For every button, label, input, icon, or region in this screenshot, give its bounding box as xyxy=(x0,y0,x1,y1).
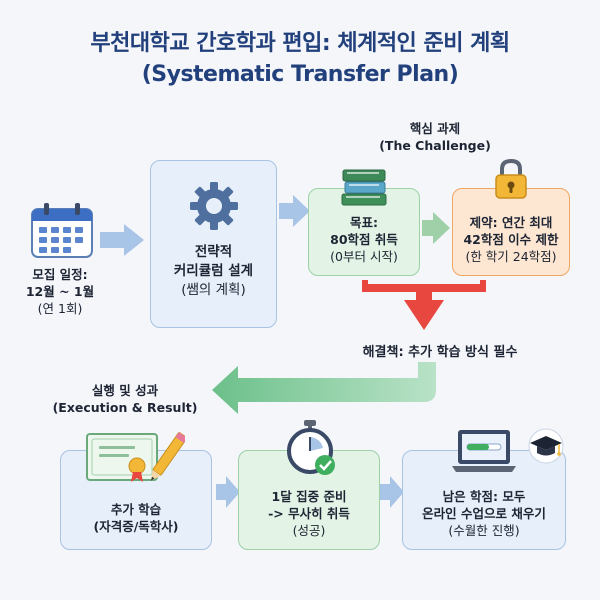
intensive-line-2: -> 무사히 취득 xyxy=(268,506,350,521)
constraint-line-2: 42학점 이수 제한 xyxy=(463,232,559,247)
certificate-icon xyxy=(86,432,185,482)
remaining-line-2: 온라인 수업으로 채우기 xyxy=(422,506,546,521)
goal-line-3: (0부터 시작) xyxy=(330,249,398,264)
calendar-icon xyxy=(31,203,93,258)
arrow-challenge-to-solution xyxy=(362,280,486,330)
title-line-1: 부천대학교 간호학과 편입: 체계적인 준비 계획 xyxy=(90,31,510,56)
strategy-line-3: (쌤의 계획) xyxy=(181,282,246,298)
arrow-goal-to-constraint xyxy=(422,212,450,244)
execution-line-1: 실행 및 성과 xyxy=(91,383,159,398)
arrow-calendar-to-strategy xyxy=(100,224,144,256)
recruitment-line-1: 모집 일정: xyxy=(32,267,88,282)
remaining-line-3: (수월한 진행) xyxy=(448,523,520,538)
execution-line-2: (Execution & Result) xyxy=(52,400,198,415)
gear-icon xyxy=(189,182,238,230)
books-icon xyxy=(341,169,387,206)
extra-line-1: 추가 학습 xyxy=(110,502,162,517)
arrow-solution-to-execution xyxy=(212,362,436,414)
challenge-line-2: (The Challenge) xyxy=(379,138,491,153)
strategy-line-1: 전략적 xyxy=(194,244,233,260)
goal-line-1: 목표: xyxy=(350,215,378,230)
strategy-box: 전략적 커리큘럼 설계 (쌤의 계획) xyxy=(150,160,277,328)
constraint-line-3: (한 학기 24학점) xyxy=(465,249,557,264)
stopwatch-icon xyxy=(287,420,335,475)
constraint-box: 제약: 연간 최대 42학점 이수 제한 (한 학기 24학점) xyxy=(452,188,570,276)
page-title: 부천대학교 간호학과 편입: 체계적인 준비 계획 (Systematic Tr… xyxy=(0,28,600,90)
remaining-line-1: 남은 학점: 모두 xyxy=(442,489,526,504)
execution-header: 실행 및 성과 (Execution & Result) xyxy=(50,382,200,416)
goal-line-2: 80학점 취득 xyxy=(330,232,398,247)
graduation-cap-icon xyxy=(528,428,564,464)
arrow-extra-to-intensive xyxy=(216,476,240,508)
recruitment-line-2: 12월 ~ 1월 xyxy=(25,284,95,299)
strategy-line-2: 커리큘럼 설계 xyxy=(173,263,254,279)
laptop-icon xyxy=(452,430,516,472)
challenge-header: 핵심 과제 (The Challenge) xyxy=(370,120,500,154)
solution-label: 해결책: 추가 학습 방식 필수 xyxy=(362,345,518,360)
arrow-intensive-to-remaining xyxy=(380,476,404,508)
recruitment-schedule: 모집 일정: 12월 ~ 1월 (연 1회) xyxy=(10,266,110,317)
constraint-line-1: 제약: 연간 최대 xyxy=(469,215,553,230)
lock-icon xyxy=(495,158,527,199)
intensive-line-1: 1달 집중 준비 xyxy=(271,489,347,504)
arrow-strategy-to-goal xyxy=(279,195,310,227)
challenge-line-1: 핵심 과제 xyxy=(409,121,461,136)
intensive-line-3: (성공) xyxy=(292,523,326,538)
extra-line-2: (자격증/독학사) xyxy=(93,519,179,534)
recruitment-line-3: (연 1회) xyxy=(37,301,83,316)
title-line-2: (Systematic Transfer Plan) xyxy=(141,62,459,87)
